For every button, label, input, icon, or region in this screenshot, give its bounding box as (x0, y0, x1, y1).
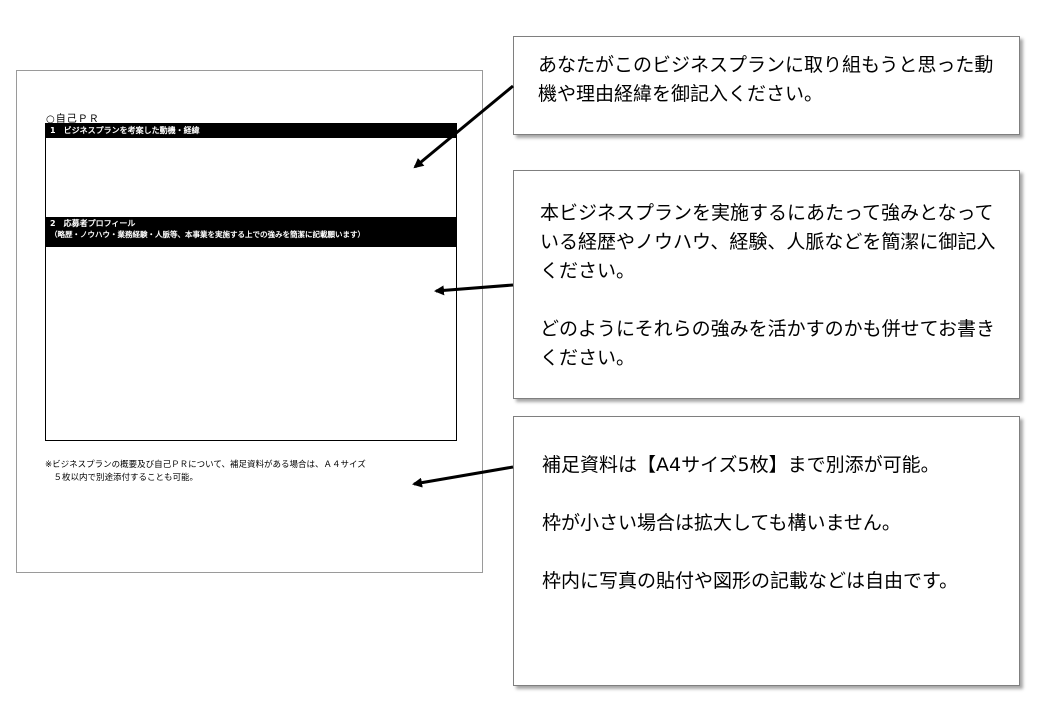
callout-motivation-text: あなたがこのビジネスプランに取り組もうと思った動機や理由経緯を御記入ください。 (538, 54, 994, 105)
callout-profile-text2: どのようにそれらの強みを活かすのかも併せてお書きください。 (540, 318, 996, 369)
callout-profile: 本ビジネスプランを実施するにあたって強みとなっている経歴やノウハウ、経験、人脈な… (513, 170, 1020, 399)
section2-title-bar: 2 応募者プロフィール （略歴・ノウハウ・業務経験・人脈等、本事業を実施する上で… (46, 217, 456, 247)
callout-supplement-text3: 枠内に写真の貼付や図形の記載などは自由です。 (542, 570, 959, 592)
footnote-line1: ※ビジネスプランの概要及び自己ＰＲについて、補足資料がある場合は、Ａ４サイズ (45, 460, 366, 470)
self-pr-heading: ○自己ＰＲ (46, 114, 100, 125)
callout-supplement-text1: 補足資料は【A4サイズ5枚】まで別添が可能。 (542, 454, 940, 476)
callout-motivation: あなたがこのビジネスプランに取り組もうと思った動機や理由経緯を御記入ください。 (513, 36, 1020, 135)
form-frame: 1 ビジネスプランを考案した動機・経緯 2 応募者プロフィール （略歴・ノウハウ… (45, 123, 457, 441)
section1-title-bar: 1 ビジネスプランを考案した動機・経緯 (46, 124, 456, 138)
section2-subtitle: （略歴・ノウハウ・業務経験・人脈等、本事業を実施する上での強みを簡潔に記載願いま… (50, 230, 365, 239)
arrow-motivation-icon (413, 84, 514, 169)
callout-supplement: 補足資料は【A4サイズ5枚】まで別添が可能。 枠が小さい場合は拡大しても構いませ… (513, 416, 1020, 686)
callout-profile-text1: 本ビジネスプランを実施するにあたって強みとなっている経歴やノウハウ、経験、人脈な… (540, 202, 996, 282)
callout-supplement-text2: 枠が小さい場合は拡大しても構いません。 (542, 512, 901, 534)
footnote: ※ビジネスプランの概要及び自己ＰＲについて、補足資料がある場合は、Ａ４サイズ ５… (45, 459, 465, 485)
section1-title: 1 ビジネスプランを考案した動機・経緯 (50, 126, 200, 135)
arrow-supplement-icon (412, 465, 514, 488)
section2-title: 2 応募者プロフィール (50, 219, 136, 228)
arrow-profile-icon (434, 283, 514, 296)
footnote-line2: ５枚以内で別途添付することも可能。 (45, 473, 199, 483)
application-form-page: ○自己ＰＲ 1 ビジネスプランを考案した動機・経緯 2 応募者プロフィール （略… (16, 70, 483, 573)
